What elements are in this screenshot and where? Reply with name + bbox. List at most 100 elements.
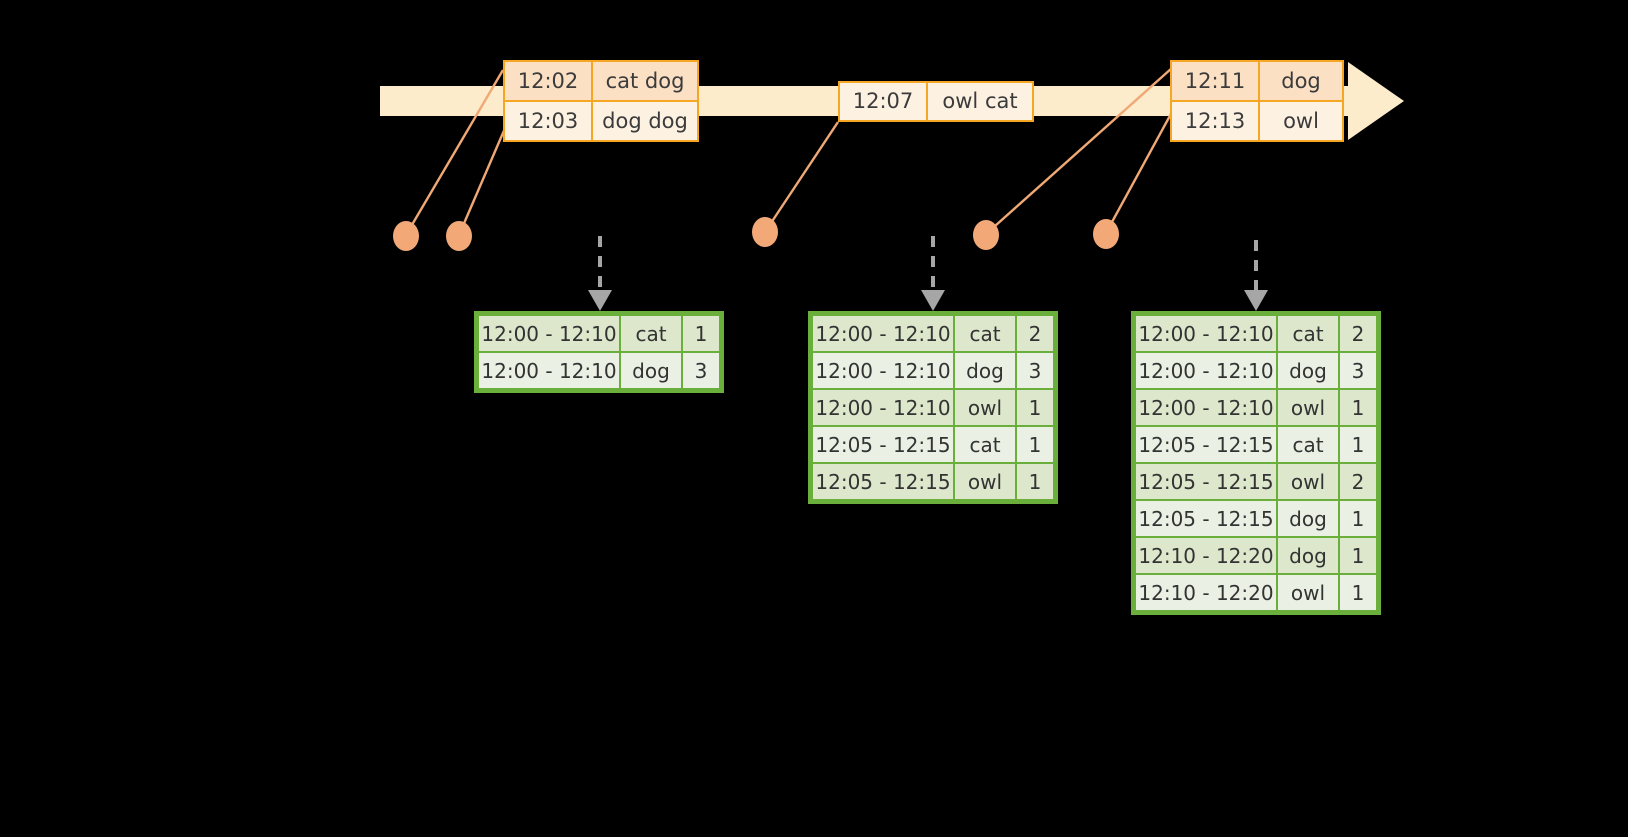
- count-cell: 1: [1017, 390, 1053, 425]
- window-cell: 12:00 - 12:10: [1136, 353, 1276, 388]
- cell-divider: [1258, 62, 1260, 100]
- event-value: dog: [1260, 62, 1342, 100]
- event-group-2[interactable]: 12:07 owl cat: [838, 81, 1034, 122]
- result-table-1[interactable]: 12:00 - 12:10 cat 1 12:00 - 12:10 dog 3: [474, 311, 724, 393]
- emit-arrowhead-3: [1244, 290, 1268, 311]
- event-time: 12:03: [505, 102, 591, 140]
- event-group-3[interactable]: 12:11 dog 12:13 owl: [1170, 60, 1344, 142]
- cell-divider: [591, 62, 593, 100]
- event-row[interactable]: 12:13 owl: [1172, 100, 1342, 140]
- window-cell: 12:00 - 12:10: [813, 390, 953, 425]
- key-cell: dog: [1278, 353, 1338, 388]
- table-row[interactable]: 12:00 - 12:10 cat 2: [813, 316, 1053, 351]
- result-table-2[interactable]: 12:00 - 12:10 cat 2 12:00 - 12:10 dog 3 …: [808, 311, 1058, 504]
- table-row[interactable]: 12:10 - 12:20 owl 1: [1136, 575, 1376, 610]
- window-cell: 12:00 - 12:10: [479, 316, 619, 351]
- emit-arrowhead-2: [921, 290, 945, 311]
- key-cell: owl: [1278, 464, 1338, 499]
- window-cell: 12:00 - 12:10: [813, 353, 953, 388]
- window-cell: 12:05 - 12:15: [813, 464, 953, 499]
- emit-arrowheads: [588, 290, 1268, 311]
- count-cell: 1: [1017, 464, 1053, 499]
- table-row[interactable]: 12:00 - 12:10 dog 3: [479, 353, 719, 388]
- table-row[interactable]: 12:00 - 12:10 dog 3: [1136, 353, 1376, 388]
- cell-divider: [926, 83, 928, 120]
- event-time: 12:11: [1172, 62, 1258, 100]
- table-row[interactable]: 12:05 - 12:15 cat 1: [1136, 427, 1376, 462]
- event-group-1[interactable]: 12:02 cat dog 12:03 dog dog: [503, 60, 699, 142]
- key-cell: cat: [955, 427, 1015, 462]
- window-cell: 12:00 - 12:10: [1136, 390, 1276, 425]
- event-dot-3: [752, 217, 778, 247]
- event-dot-4: [973, 220, 999, 250]
- event-value: cat dog: [593, 62, 697, 100]
- count-cell: 2: [1340, 464, 1376, 499]
- connector-5: [1104, 111, 1174, 234]
- result-table-3[interactable]: 12:00 - 12:10 cat 2 12:00 - 12:10 dog 3 …: [1131, 311, 1381, 615]
- count-cell: 3: [1340, 353, 1376, 388]
- count-cell: 1: [683, 316, 719, 351]
- key-cell: cat: [1278, 427, 1338, 462]
- count-cell: 2: [1340, 316, 1376, 351]
- window-cell: 12:00 - 12:10: [479, 353, 619, 388]
- key-cell: cat: [955, 316, 1015, 351]
- key-cell: dog: [1278, 501, 1338, 536]
- key-cell: dog: [621, 353, 681, 388]
- window-cell: 12:05 - 12:15: [1136, 464, 1276, 499]
- emit-arrowhead-1: [588, 290, 612, 311]
- key-cell: dog: [955, 353, 1015, 388]
- table-row[interactable]: 12:05 - 12:15 owl 2: [1136, 464, 1376, 499]
- table-row[interactable]: 12:05 - 12:15 dog 1: [1136, 501, 1376, 536]
- event-value: owl cat: [928, 83, 1032, 120]
- table-row[interactable]: 12:00 - 12:10 owl 1: [813, 390, 1053, 425]
- cell-divider: [591, 102, 593, 140]
- event-time: 12:13: [1172, 102, 1258, 140]
- count-cell: 1: [1017, 427, 1053, 462]
- count-cell: 1: [1340, 575, 1376, 610]
- table-row[interactable]: 12:00 - 12:10 cat 1: [479, 316, 719, 351]
- count-cell: 3: [683, 353, 719, 388]
- key-cell: cat: [621, 316, 681, 351]
- event-row[interactable]: 12:02 cat dog: [505, 62, 697, 100]
- table-row[interactable]: 12:05 - 12:15 owl 1: [813, 464, 1053, 499]
- count-cell: 1: [1340, 538, 1376, 573]
- emit-arrows: [598, 236, 1258, 292]
- count-cell: 1: [1340, 501, 1376, 536]
- event-value: dog dog: [593, 102, 697, 140]
- table-row[interactable]: 12:00 - 12:10 cat 2: [1136, 316, 1376, 351]
- event-row[interactable]: 12:07 owl cat: [840, 83, 1032, 120]
- event-time: 12:02: [505, 62, 591, 100]
- cell-divider: [1258, 102, 1260, 140]
- window-cell: 12:00 - 12:10: [813, 316, 953, 351]
- key-cell: cat: [1278, 316, 1338, 351]
- window-cell: 12:10 - 12:20: [1136, 575, 1276, 610]
- table-row[interactable]: 12:00 - 12:10 dog 3: [813, 353, 1053, 388]
- window-cell: 12:05 - 12:15: [813, 427, 953, 462]
- event-time: 12:07: [840, 83, 926, 120]
- key-cell: dog: [1278, 538, 1338, 573]
- event-dot-1: [393, 221, 419, 251]
- event-dots: [393, 217, 1119, 251]
- connector-1: [404, 69, 505, 236]
- event-dot-2: [446, 221, 472, 251]
- key-cell: owl: [955, 464, 1015, 499]
- table-row[interactable]: 12:05 - 12:15 cat 1: [813, 427, 1053, 462]
- connector-3: [764, 121, 839, 233]
- count-cell: 1: [1340, 390, 1376, 425]
- event-row[interactable]: 12:03 dog dog: [505, 100, 697, 140]
- event-dot-5: [1093, 219, 1119, 249]
- key-cell: owl: [1278, 575, 1338, 610]
- table-row[interactable]: 12:10 - 12:20 dog 1: [1136, 538, 1376, 573]
- table-row[interactable]: 12:00 - 12:10 owl 1: [1136, 390, 1376, 425]
- window-cell: 12:10 - 12:20: [1136, 538, 1276, 573]
- event-value: owl: [1260, 102, 1342, 140]
- window-cell: 12:05 - 12:15: [1136, 427, 1276, 462]
- count-cell: 2: [1017, 316, 1053, 351]
- count-cell: 1: [1340, 427, 1376, 462]
- key-cell: owl: [1278, 390, 1338, 425]
- window-cell: 12:00 - 12:10: [1136, 316, 1276, 351]
- event-row[interactable]: 12:11 dog: [1172, 62, 1342, 100]
- count-cell: 3: [1017, 353, 1053, 388]
- key-cell: owl: [955, 390, 1015, 425]
